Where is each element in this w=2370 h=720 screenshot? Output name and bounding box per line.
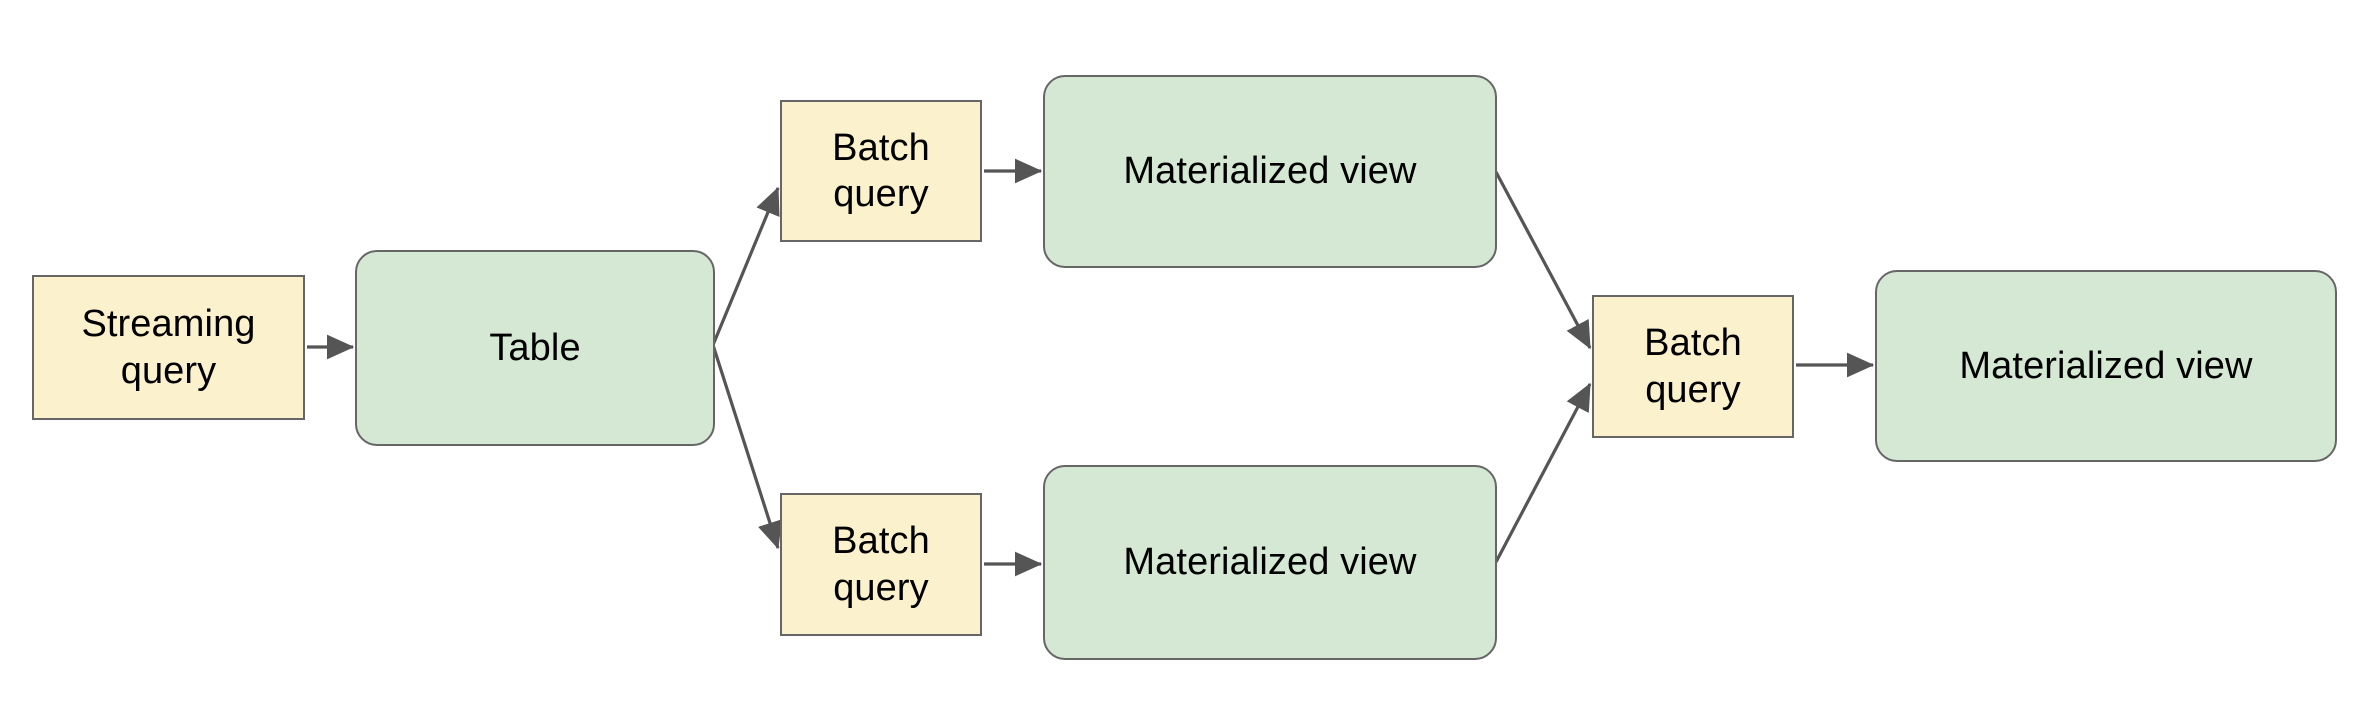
- node-batch-query-top[interactable]: Batch query: [780, 100, 982, 242]
- node-label-materialized-view-final: Materialized view: [1959, 344, 2253, 387]
- node-label-batch-query-top: Batch query: [832, 126, 930, 215]
- node-label-batch-query-merge: Batch query: [1644, 322, 1742, 411]
- edge-table-to-batch-top: [711, 186, 780, 346]
- node-label-batch-query-bottom: Batch query: [832, 520, 930, 609]
- node-label-streaming-query: Streaming query: [81, 303, 256, 392]
- node-label-materialized-view-bottom: Materialized view: [1123, 541, 1417, 584]
- node-label-table: Table: [489, 326, 581, 369]
- node-materialized-view-final[interactable]: Materialized view: [1875, 270, 2337, 462]
- node-batch-query-merge[interactable]: Batch query: [1592, 295, 1794, 438]
- node-streaming-query[interactable]: Streaming query: [32, 275, 305, 420]
- node-table[interactable]: Table: [355, 250, 715, 446]
- node-materialized-view-bottom[interactable]: Materialized view: [1043, 465, 1497, 660]
- edge-table-to-batch-bottom: [711, 344, 782, 550]
- node-batch-query-bottom[interactable]: Batch query: [780, 493, 982, 636]
- edge-view-top-to-batch-merge: [1494, 171, 1592, 350]
- node-label-materialized-view-top: Materialized view: [1123, 150, 1417, 193]
- edge-view-bottom-to-batch-merge: [1494, 382, 1592, 563]
- node-materialized-view-top[interactable]: Materialized view: [1043, 75, 1497, 268]
